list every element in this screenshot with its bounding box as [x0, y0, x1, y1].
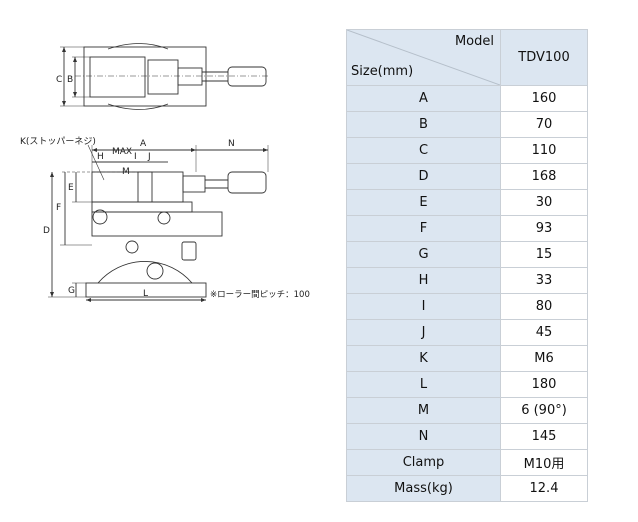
- row-label: F: [346, 215, 501, 242]
- roller-pitch-note: ※ローラー間ピッチ：100: [210, 290, 310, 300]
- dim-label-n: N: [228, 139, 235, 149]
- header-size: Size(mm): [351, 64, 414, 79]
- dim-label-c: C: [56, 75, 62, 85]
- row-label: M: [346, 397, 501, 424]
- row-label: N: [346, 423, 501, 450]
- front-view-base: [85, 282, 207, 298]
- front-view-screw-housing: [182, 175, 206, 193]
- dim-label-m: M: [122, 167, 130, 177]
- row-label: E: [346, 189, 501, 216]
- row-label: L: [346, 371, 501, 398]
- row-value: 70: [500, 111, 588, 138]
- top-view-handle: [227, 66, 267, 87]
- dim-label-i: I: [134, 152, 137, 162]
- front-view-knob: [92, 209, 108, 225]
- row-value: 93: [500, 215, 588, 242]
- row-label: C: [346, 137, 501, 164]
- front-view-moving-jaw: [137, 171, 184, 203]
- row-value: 33: [500, 267, 588, 294]
- dim-label-a: A: [140, 139, 147, 149]
- top-view-body: [83, 46, 207, 107]
- row-label: Mass(kg): [346, 475, 501, 502]
- row-value: 110: [500, 137, 588, 164]
- front-view-dial-arc: [97, 261, 193, 284]
- row-value: 180: [500, 371, 588, 398]
- top-view-fixed-jaw: [89, 56, 146, 98]
- top-view-screw-housing: [177, 67, 203, 86]
- row-value: 168: [500, 163, 588, 190]
- dim-label-g: G: [68, 286, 75, 296]
- dim-label-max: MAX: [112, 147, 132, 157]
- table-row: Mass(kg)12.4: [346, 475, 588, 502]
- row-value: M10用: [500, 449, 588, 476]
- row-value: 160: [500, 85, 588, 112]
- dim-label-h: H: [97, 152, 104, 162]
- row-label: A: [346, 85, 501, 112]
- dim-label-k: K(ストッパーネジ): [20, 136, 96, 147]
- row-label: J: [346, 319, 501, 346]
- header-model: Model: [454, 34, 494, 49]
- dim-label-l: L: [143, 289, 148, 299]
- row-label: D: [346, 163, 501, 190]
- dim-label-j: J: [147, 152, 151, 162]
- row-label: Clamp: [346, 449, 501, 476]
- dim-label-b: B: [67, 75, 73, 85]
- row-value: 30: [500, 189, 588, 216]
- row-value: 12.4: [500, 475, 588, 502]
- row-label: B: [346, 111, 501, 138]
- row-label: G: [346, 241, 501, 268]
- row-label: H: [346, 267, 501, 294]
- row-label: K: [346, 345, 501, 372]
- header-size-cell: Model Size(mm): [346, 29, 501, 86]
- row-value: M6: [500, 345, 588, 372]
- row-value: 6 (90°): [500, 397, 588, 424]
- model-name: TDV100: [500, 29, 588, 86]
- row-value: 80: [500, 293, 588, 320]
- front-view-handle: [227, 171, 267, 194]
- row-label: I: [346, 293, 501, 320]
- dim-label-e: E: [68, 183, 74, 193]
- row-value: 45: [500, 319, 588, 346]
- technical-drawing: C B A N K(ストッパーネジ) H MAX I J M E F D G L…: [20, 43, 310, 302]
- dim-label-d: D: [43, 226, 50, 236]
- row-value: 145: [500, 423, 588, 450]
- top-view-moving-jaw: [147, 59, 179, 95]
- dim-label-f: F: [56, 203, 61, 213]
- front-view-tilt-table: [91, 211, 223, 237]
- row-value: 15: [500, 241, 588, 268]
